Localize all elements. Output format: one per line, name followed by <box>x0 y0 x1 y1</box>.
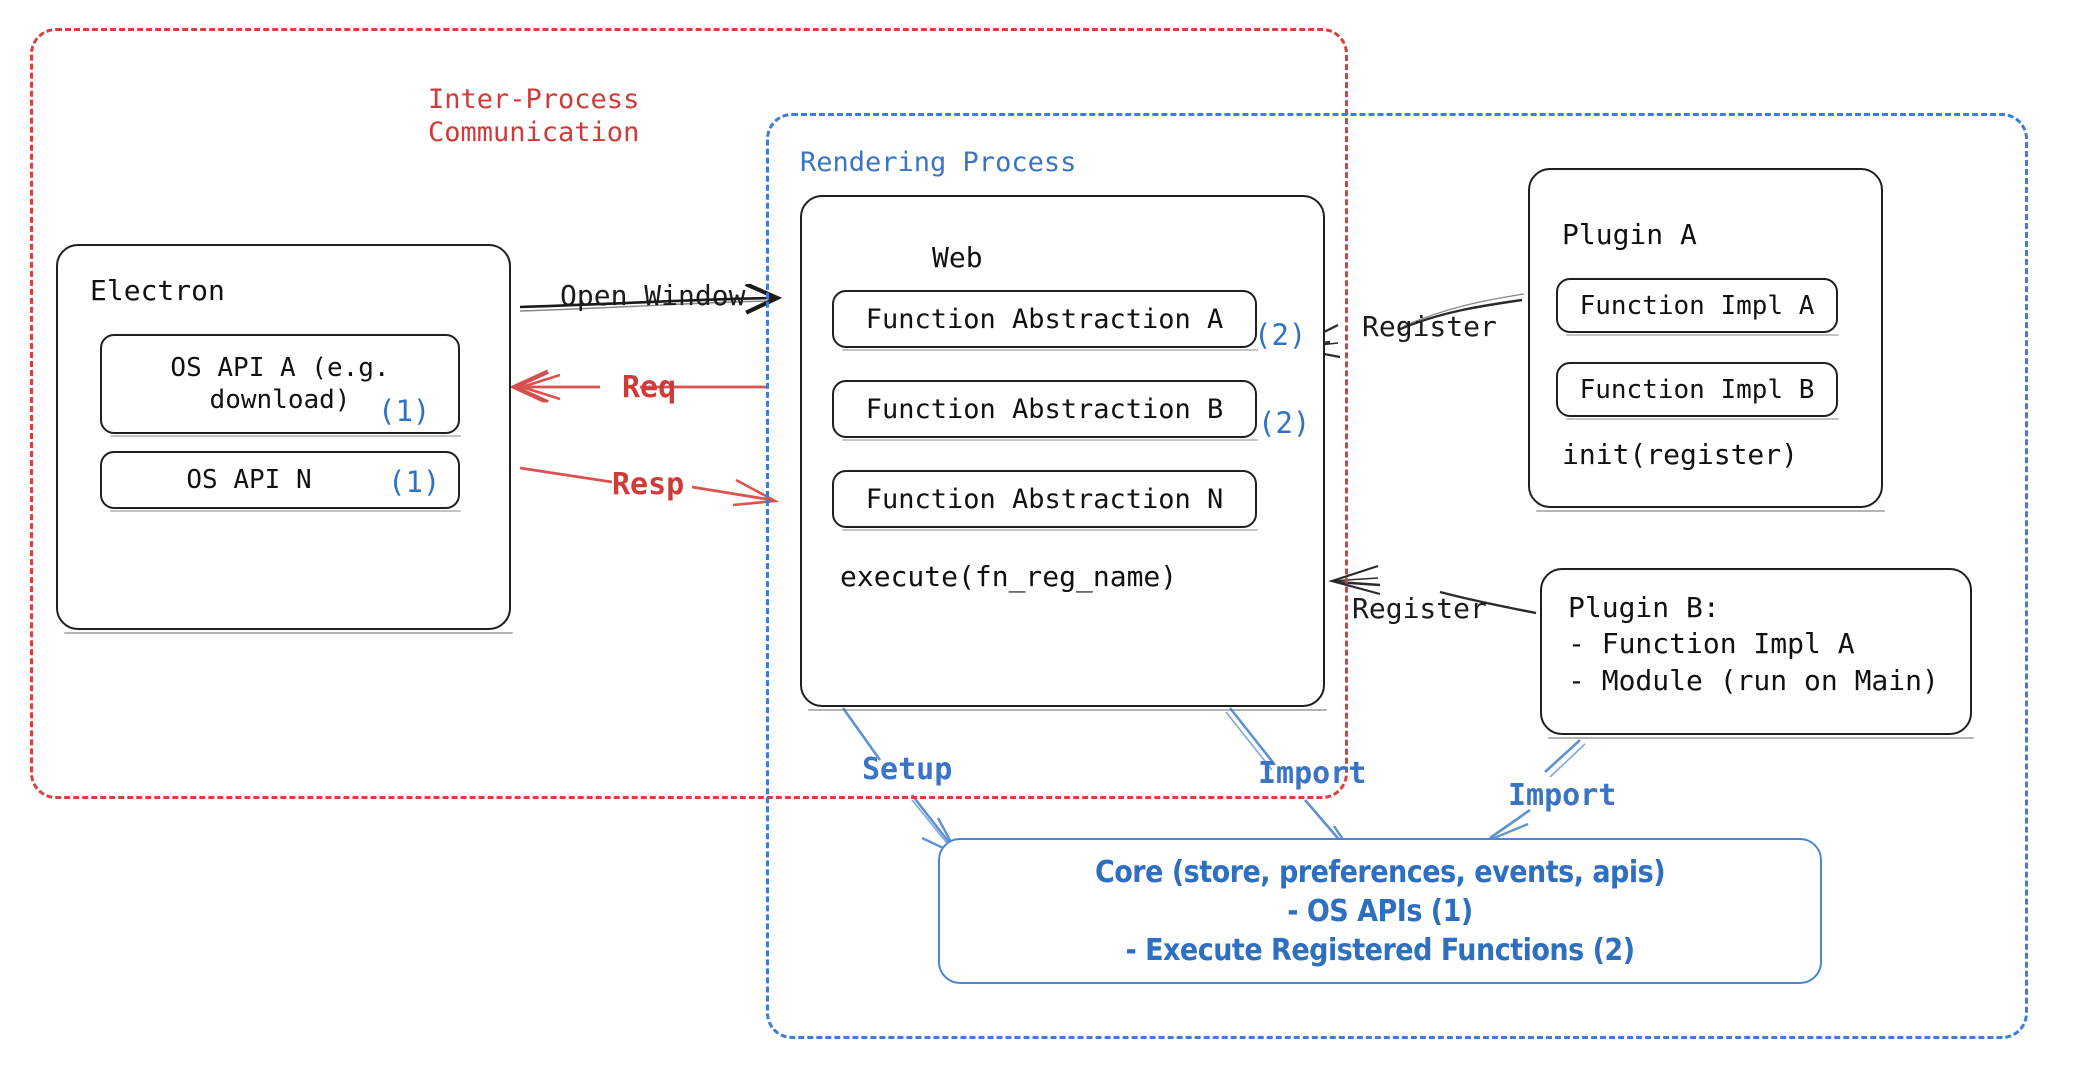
function-impl-a-label: Function Impl A <box>1579 290 1815 321</box>
edge-label-resp: Resp <box>612 467 685 502</box>
electron-box: Electron OS API A (e.g. download) (1) OS… <box>56 244 513 634</box>
edge-label-open-window: Open Window <box>560 279 746 312</box>
edge-label-register-plugin-b: Register <box>1352 592 1487 625</box>
core-title: Core (store, preferences, events, apis) <box>1094 854 1666 890</box>
web-title: Web <box>932 241 983 274</box>
edge-label-import-web: Import <box>1258 756 1367 791</box>
function-impl-b-box[interactable]: Function Impl B <box>1556 362 1839 420</box>
core-item-os-apis: - OS APIs (1) <box>1287 893 1473 929</box>
edge-label-import-plugin-b: Import <box>1508 778 1617 813</box>
edge-label-register-plugin-a: Register <box>1362 310 1497 343</box>
function-abstraction-n-box[interactable]: Function Abstraction N <box>832 470 1258 531</box>
plugin-a-init-label: init(register) <box>1562 438 1799 471</box>
function-abstraction-b-label: Function Abstraction B <box>865 393 1224 425</box>
plugin-b-item-function-impl-a: - Function Impl A <box>1568 627 1855 661</box>
os-api-a-tag: (1) <box>378 394 431 428</box>
function-abstraction-b-box[interactable]: Function Abstraction B <box>832 380 1258 441</box>
function-abstraction-n-label: Function Abstraction N <box>865 483 1224 515</box>
function-impl-b-label: Function Impl B <box>1579 374 1815 405</box>
core-box: Core (store, preferences, events, apis) … <box>938 838 1822 984</box>
core-item-execute-registered-functions: - Execute Registered Functions (2) <box>1125 932 1635 968</box>
function-abstraction-b-tag: (2) <box>1258 406 1311 440</box>
edge-label-setup: Setup <box>862 752 953 787</box>
group-inter-process-communication <box>30 28 1348 799</box>
group-label-ipc: Inter-Process Communication <box>428 84 640 148</box>
function-abstraction-a-label: Function Abstraction A <box>865 303 1224 335</box>
plugin-b-title: Plugin B: <box>1568 591 1720 624</box>
web-box: Web Function Abstraction A Function Abst… <box>800 195 1327 711</box>
os-api-n-box[interactable]: OS API N <box>100 451 461 512</box>
electron-title: Electron <box>90 274 225 307</box>
group-label-rendering-process: Rendering Process <box>800 147 1077 178</box>
function-abstraction-a-tag: (2) <box>1254 318 1307 352</box>
plugin-b-box: Plugin B: - Function Impl A - Module (ru… <box>1540 568 1974 739</box>
os-api-a-label: OS API A (e.g. download) <box>170 352 390 416</box>
function-abstraction-a-box[interactable]: Function Abstraction A <box>832 290 1258 351</box>
plugin-b-item-module: - Module (run on Main) <box>1568 663 1939 697</box>
function-impl-a-box[interactable]: Function Impl A <box>1556 278 1839 336</box>
os-api-a-box[interactable]: OS API A (e.g. download) <box>100 334 461 437</box>
web-execute-label: execute(fn_reg_name) <box>840 560 1178 593</box>
group-rendering-process <box>766 113 2028 1039</box>
os-api-n-tag: (1) <box>388 465 441 499</box>
plugin-a-box: Plugin A Function Impl A Function Impl B… <box>1528 168 1885 512</box>
plugin-a-title: Plugin A <box>1562 218 1697 251</box>
edge-label-req: Req <box>622 370 677 405</box>
os-api-n-label: OS API N <box>186 465 312 495</box>
